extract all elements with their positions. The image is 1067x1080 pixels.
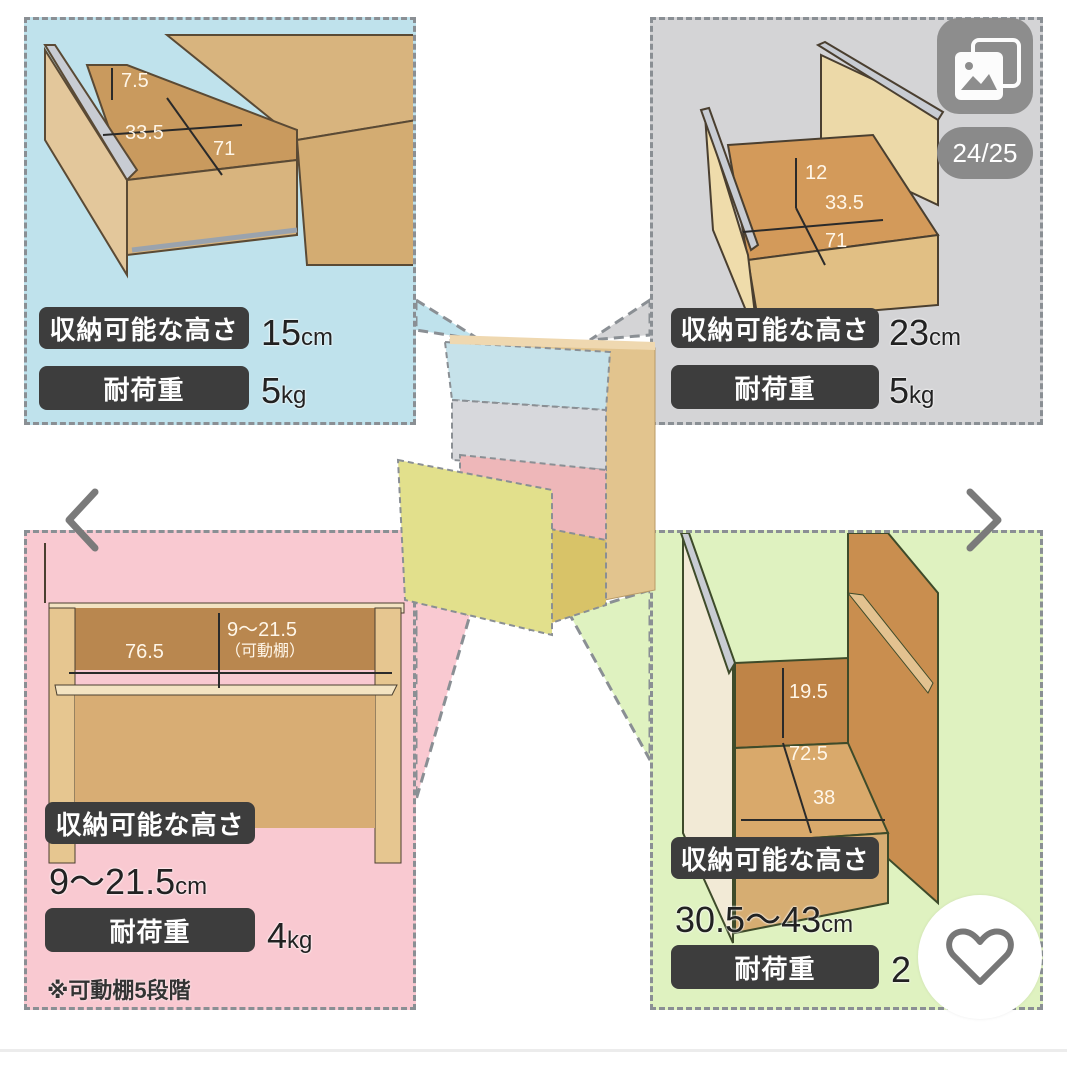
- adjustable-shelf-note: ※可動棚5段階: [47, 978, 191, 1003]
- load-capacity-value: 5kg: [889, 370, 935, 411]
- storage-height-label: 収納可能な高さ: [671, 308, 879, 348]
- load-capacity-label: 耐荷重: [671, 945, 879, 989]
- panel-bottom-drawer: 19.5 72.5 38 収納可能な高さ 30.5～43cm 耐荷重 2: [650, 530, 1043, 1010]
- bottom-toolbar: [0, 1052, 1067, 1080]
- previous-image-button[interactable]: [55, 478, 115, 558]
- load-capacity-label: 耐荷重: [671, 365, 879, 409]
- image-viewer[interactable]: 7.5 33.5 71 収納可能な高さ 15cm 耐荷重 5kg 12 33.5…: [0, 0, 1067, 1048]
- chevron-right-icon: [966, 488, 1002, 552]
- storage-height-value: 23cm: [889, 312, 962, 353]
- gallery-button[interactable]: [937, 18, 1033, 114]
- dim-depth: 71: [825, 230, 848, 252]
- dim-depth: 72.5: [789, 743, 828, 765]
- dim-height: 9～21.5: [227, 619, 298, 641]
- storage-height-label: 収納可能な高さ: [45, 802, 255, 844]
- callout-tail-top-left: [414, 297, 652, 801]
- gallery-icon: [955, 38, 1021, 100]
- storage-height-value: 15cm: [261, 312, 334, 353]
- chevron-left-icon: [65, 488, 99, 552]
- load-capacity-label: 耐荷重: [45, 908, 255, 952]
- storage-height-value: 9～21.5cm: [49, 861, 208, 902]
- dim-depth: 71: [213, 138, 236, 160]
- dim-width: 33.5: [825, 192, 864, 214]
- load-capacity-label: 耐荷重: [39, 366, 249, 410]
- second-drawer-illustration: [699, 40, 945, 341]
- dim-width: 38: [813, 787, 836, 809]
- dim-height: 12: [805, 162, 828, 184]
- panel-top-drawer: 7.5 33.5 71 収納可能な高さ 15cm 耐荷重 5kg: [24, 17, 416, 425]
- storage-height-label: 収納可能な高さ: [671, 837, 879, 879]
- dim-height: 7.5: [121, 70, 149, 92]
- image-counter: 24/25: [937, 127, 1033, 179]
- dim-width: 33.5: [125, 122, 164, 144]
- dim-height-note: （可動棚）: [225, 643, 306, 660]
- top-drawer-illustration: [43, 34, 413, 279]
- next-image-button[interactable]: [958, 478, 1018, 558]
- dim-height: 19.5: [789, 681, 828, 703]
- panel-shelf: 76.5 9～21.5 （可動棚） 収納可能な高さ 9～21.5cm 耐荷重 4…: [24, 530, 416, 1010]
- cabinet-illustration: [396, 335, 656, 637]
- heart-outline-icon: [946, 928, 1014, 985]
- load-capacity-value: 5kg: [261, 370, 307, 411]
- load-capacity-value: 4kg: [267, 915, 313, 956]
- load-capacity-value: 2: [891, 949, 912, 990]
- favorite-button[interactable]: [918, 895, 1042, 1019]
- storage-height-label: 収納可能な高さ: [39, 307, 249, 349]
- divider: [0, 1049, 1067, 1052]
- storage-height-value: 30.5～43cm: [675, 899, 854, 940]
- dim-width: 76.5: [125, 641, 164, 663]
- shelf-illustration: [44, 543, 405, 864]
